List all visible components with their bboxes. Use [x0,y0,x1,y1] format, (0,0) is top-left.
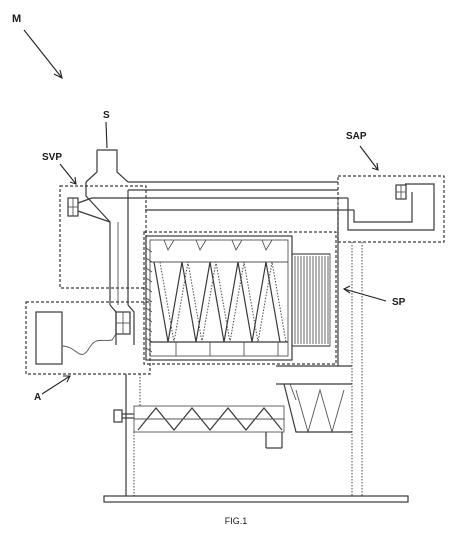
label-s: S [103,110,110,121]
upper-duct [92,181,339,211]
supply-hopper [85,149,129,183]
a-unit [25,301,151,375]
screw-conveyor [113,405,285,449]
arrow-m [23,29,63,80]
arrow-sap [359,145,379,171]
arrow-a [41,375,71,395]
label-m: M [12,13,21,25]
arrow-sp [342,285,387,302]
label-svp: SVP [42,152,62,163]
discharge-hopper [276,365,352,434]
base-plate [103,495,409,503]
sp-region [143,231,337,365]
heater-coil [292,253,331,347]
treatment-chamber [145,235,293,361]
svp-unit [59,185,147,289]
label-sap: SAP [346,131,367,142]
arrow-s [105,121,108,149]
label-a: A [34,392,41,403]
right-frame [337,210,363,496]
arrow-svp [59,163,77,185]
vertical-chute [85,182,135,345]
sap-unit [337,175,445,243]
left-frame [125,374,141,496]
label-sp: SP [392,297,406,308]
figure-caption: FIG.1 [225,516,248,526]
